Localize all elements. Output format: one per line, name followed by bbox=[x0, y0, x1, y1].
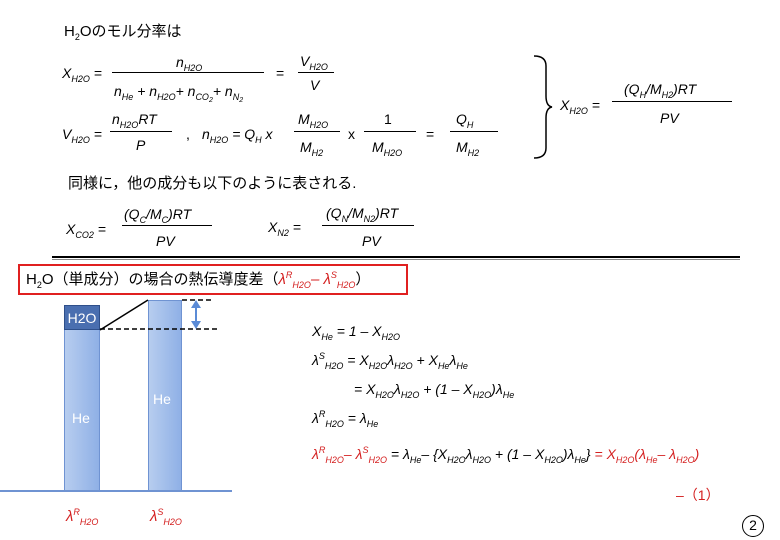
derivation-line5: λRH2O– λSH2O = λHe– {XH2OλH2O + (1 – XH2… bbox=[312, 445, 700, 465]
eq-n2-denominator: PV bbox=[362, 233, 381, 249]
eq1-numerator: nH2O bbox=[176, 54, 203, 73]
result-fraction-bar bbox=[612, 101, 732, 102]
eq2-frac1-den: MH2 bbox=[300, 139, 324, 158]
baseline bbox=[0, 490, 232, 492]
eq2-frac3-num: QH bbox=[456, 111, 474, 130]
derivation-line1: XHe = 1 – XH2O bbox=[312, 323, 401, 342]
eq1-fraction-bar bbox=[112, 72, 264, 73]
he-label-left: He bbox=[72, 410, 90, 426]
eq2-fraction-bar bbox=[110, 131, 172, 132]
eq-co2-bar bbox=[122, 225, 212, 226]
sample-cell-bar bbox=[148, 300, 182, 492]
eq1-rhs-denominator: V bbox=[310, 77, 320, 93]
eq2-denominator: P bbox=[136, 137, 146, 153]
eq-n2-lhs: XN2 = bbox=[268, 219, 301, 238]
result-denominator: PV bbox=[660, 110, 679, 126]
eq1-rhs-bar bbox=[298, 72, 334, 73]
eq-co2-numerator: (QC/MC)RT bbox=[124, 206, 192, 225]
eq1-rhs-numerator: VH2O bbox=[300, 53, 328, 72]
level-diagram-lines bbox=[99, 299, 218, 331]
eq1-equals: = bbox=[276, 65, 285, 81]
lambda-r-label: λRH2O bbox=[66, 507, 99, 527]
page-number: 2 bbox=[742, 515, 764, 537]
heading: H2Oのモル分率は bbox=[64, 23, 182, 42]
eq2-frac2-den: MH2O bbox=[372, 139, 403, 158]
eq2-n-expr: nH2O = QH x bbox=[202, 126, 273, 145]
h2o-label: H2O bbox=[64, 305, 100, 330]
eq-n2-numerator: (QN/MN2)RT bbox=[326, 205, 399, 224]
eq2-frac1-num: MH2O bbox=[298, 111, 329, 130]
derivation-line4: λRH2O = λHe bbox=[312, 409, 379, 429]
he-label-right: He bbox=[153, 391, 171, 407]
right-brace bbox=[533, 55, 553, 159]
eq2-comma: , bbox=[186, 126, 190, 142]
eq1-lhs: XH2O = bbox=[62, 65, 102, 84]
section-divider bbox=[52, 256, 740, 258]
eq-n2-bar bbox=[322, 225, 414, 226]
result-numerator: (QH/MH2)RT bbox=[624, 81, 697, 100]
section-divider-shadow bbox=[52, 259, 740, 260]
eq-co2-lhs: XCO2 = bbox=[66, 221, 106, 240]
derivation-line3: = XH2OλH2O + (1 – XH2O)λHe bbox=[354, 381, 515, 400]
eq2-frac3-den: MH2 bbox=[456, 139, 480, 158]
derivation-line2: λSH2O = XH2OλH2O + XHeλHe bbox=[312, 351, 468, 371]
lambda-s-label: λSH2O bbox=[150, 507, 182, 527]
eq2-numerator: nH2ORT bbox=[112, 111, 157, 130]
section-title-box bbox=[18, 264, 408, 295]
eq1-denominator: nHe + nH2O+ nCO2+ nN2 bbox=[114, 83, 244, 104]
eq2-frac2-bar bbox=[364, 131, 416, 132]
eq2-frac2-num: 1 bbox=[384, 111, 392, 127]
result-lhs: XH2O = bbox=[560, 97, 600, 116]
eq2-times: x bbox=[348, 126, 355, 142]
eq-co2-denominator: PV bbox=[156, 233, 175, 249]
similar-text: 同様に，他の成分も以下のように表される. bbox=[68, 175, 357, 192]
section-title: H2O（単成分）の場合の熱伝導度差（λRH2O– λSH2O） bbox=[26, 270, 371, 290]
equation-number: –（1） bbox=[676, 487, 720, 503]
eq2-lhs: VH2O = bbox=[62, 126, 102, 145]
eq2-equals: = bbox=[426, 126, 435, 142]
eq2-frac1-bar bbox=[294, 131, 340, 132]
eq2-frac3-bar bbox=[450, 131, 498, 132]
